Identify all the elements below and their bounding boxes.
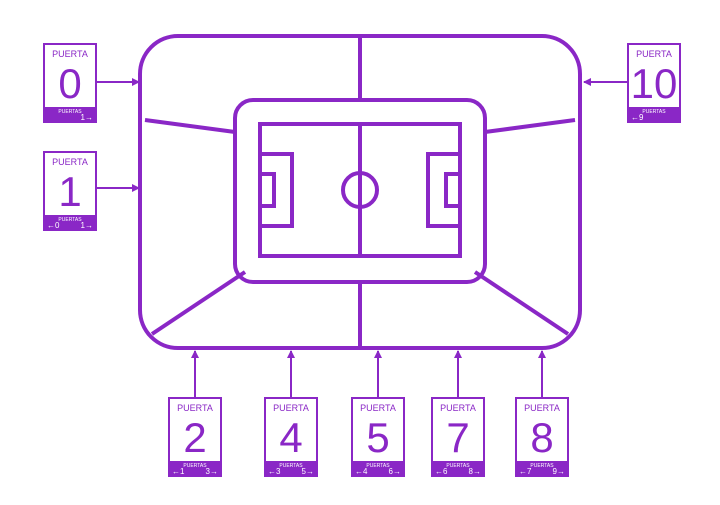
gate-right-label: 3→ xyxy=(206,467,218,476)
gate-right-label: 9→ xyxy=(553,467,565,476)
gate-number: 5 xyxy=(366,414,389,461)
gate-right-label: 5→ xyxy=(302,467,314,476)
gate-left-label: ←6 xyxy=(435,467,448,476)
stadium xyxy=(138,34,582,350)
gate-title: PUERTA xyxy=(524,403,560,413)
gate-left-label: ←9 xyxy=(631,113,644,122)
field-surround xyxy=(233,98,487,284)
gate-left-label: ←4 xyxy=(355,467,368,476)
stand-divider-bottom-left xyxy=(150,270,247,336)
gate-number: 1 xyxy=(58,168,81,215)
gate-left-label: ←0 xyxy=(47,221,60,230)
gate-right-label: 8→ xyxy=(469,467,481,476)
gate-sign: PUERTA 10 PUERTAS ←9 xyxy=(627,43,681,123)
gate-number: 2 xyxy=(183,414,206,461)
gate-sign: PUERTA 0 PUERTAS 1→ xyxy=(43,43,97,123)
gate-footer: PUERTAS xyxy=(58,109,82,115)
goal-area-right xyxy=(444,172,462,208)
gate-sign: PUERTA 5 PUERTAS ←4 6→ xyxy=(351,397,405,477)
gate-number: 8 xyxy=(530,414,553,461)
gate-right-label: 1→ xyxy=(81,113,93,122)
gate-footer: PUERTAS xyxy=(366,463,390,469)
gate-arrows xyxy=(96,78,628,398)
gate-footer: PUERTAS xyxy=(58,217,82,223)
gate-left-label: ←3 xyxy=(268,467,281,476)
gate-sign: PUERTA 2 PUERTAS ←1 3→ xyxy=(168,397,222,477)
gate-sign: PUERTA 7 PUERTAS ←6 8→ xyxy=(431,397,485,477)
gate-footer: PUERTAS xyxy=(446,463,470,469)
gate-title: PUERTA xyxy=(52,157,88,167)
gate-title: PUERTA xyxy=(273,403,309,413)
gate-footer: PUERTAS xyxy=(530,463,554,469)
gate-title: PUERTA xyxy=(360,403,396,413)
stand-divider-bottom-right xyxy=(473,270,570,336)
stand-divider-top-left xyxy=(144,118,236,134)
gate-right-label: 1→ xyxy=(81,221,93,230)
gate-left-label: ←7 xyxy=(519,467,532,476)
gate-sign: PUERTA 4 PUERTAS ←3 5→ xyxy=(264,397,318,477)
gate-number: 0 xyxy=(58,60,81,107)
gate-sign: PUERTA 1 PUERTAS ←0 1→ xyxy=(43,151,97,231)
gate-number: 7 xyxy=(446,414,469,461)
gate-title: PUERTA xyxy=(177,403,213,413)
gate-title: PUERTA xyxy=(440,403,476,413)
gate-title: PUERTA xyxy=(52,49,88,59)
gate-left-label: ←1 xyxy=(172,467,185,476)
gate-number: 10 xyxy=(631,60,678,107)
goal-area-left xyxy=(258,172,276,208)
center-circle xyxy=(341,171,379,209)
stand-divider-top-right xyxy=(484,118,576,134)
gate-right-label: 6→ xyxy=(389,467,401,476)
gate-footer: PUERTAS xyxy=(642,109,666,115)
gate-footer: PUERTAS xyxy=(279,463,303,469)
gate-sign: PUERTA 8 PUERTAS ←7 9→ xyxy=(515,397,569,477)
gate-number: 4 xyxy=(279,414,302,461)
gate-footer: PUERTAS xyxy=(183,463,207,469)
gate-title: PUERTA xyxy=(636,49,672,59)
